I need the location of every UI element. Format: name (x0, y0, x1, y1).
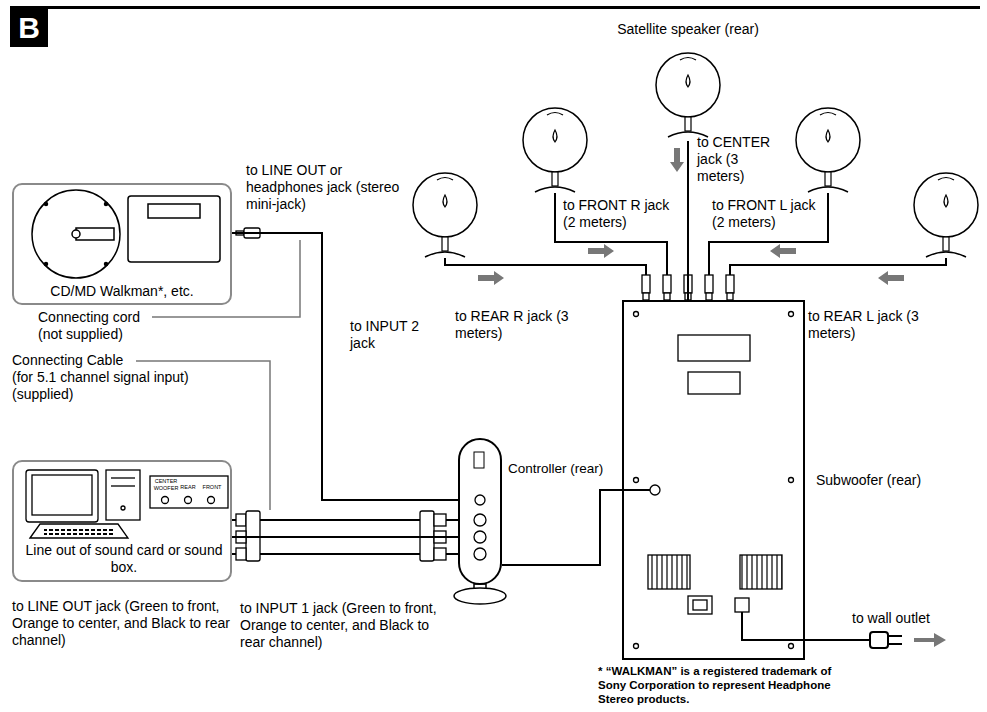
subwoofer-details (622, 312, 794, 649)
cable-note: (for 5.1 channel signal input) (12, 369, 189, 386)
cable-note: to CENTER jack (3 meters) (697, 134, 782, 185)
jack-marking: CENTER WOOFER (152, 478, 180, 491)
cable-note: to REAR R jack (3 meters) (455, 308, 585, 342)
jack-note: to INPUT 2 jack (350, 318, 420, 352)
subwoofer: Subwoofer (rear) (622, 300, 805, 660)
controller-outline (458, 438, 502, 585)
jack-marking: REAR (176, 484, 200, 491)
cable-note: to FRONT L jack (2 meters) (712, 197, 824, 231)
speaker-wires (445, 193, 946, 275)
cord-note: (not supplied) (38, 326, 123, 343)
cable-note: to REAR L jack (3 meters) (808, 308, 948, 342)
computer (26, 470, 228, 538)
speaker-rear-l (914, 173, 978, 257)
jack-note: to LINE OUT jack (Green to front, Orange… (12, 598, 238, 649)
sound-card-box: Line out of sound card or sound box. (12, 460, 232, 582)
jack-note: to INPUT 1 jack (Green to front, Orange … (240, 600, 445, 651)
controller: Controller (rear) (458, 438, 502, 585)
top-rule (10, 6, 980, 9)
jack-marking: FRONT (199, 484, 225, 491)
node-label: Satellite speaker (rear) (598, 21, 778, 38)
jack-note: to LINE OUT or headphones jack (stereo m… (246, 162, 416, 213)
cable-line (502, 490, 622, 565)
cable-line (232, 233, 458, 500)
source-device-box: CD/MD Walkman*, etc. (12, 183, 232, 305)
speaker-outline (653, 51, 723, 141)
satellite-speaker: Satellite speaker (rear) (653, 51, 723, 141)
node-label: Subwoofer (rear) (816, 472, 956, 489)
node-label: Line out of sound card or sound box. (24, 542, 224, 576)
controller-stand (454, 584, 506, 604)
speaker-front-l (796, 108, 860, 192)
trademark-note: * “WALKMAN” is a registered trademark of… (598, 664, 848, 706)
cable-line (687, 141, 689, 300)
cord-name: Connecting cord (38, 309, 140, 326)
node-label: CD/MD Walkman*, etc. (14, 283, 230, 300)
speaker-front-r (523, 108, 587, 192)
cable-note: to wall outlet (852, 610, 930, 627)
direction-arrows (478, 148, 904, 285)
cable-note: to FRONT R jack (2 meters) (563, 197, 678, 231)
cd-md-player (32, 190, 220, 278)
node-label: Controller (rear) (508, 460, 638, 477)
cable-line (232, 536, 458, 538)
cable-name: Connecting Cable (12, 352, 123, 369)
section-letter: B (10, 9, 48, 47)
outlet-arrow (914, 633, 946, 647)
cable-note: (supplied) (12, 386, 73, 403)
speaker-rear-r (413, 173, 477, 257)
